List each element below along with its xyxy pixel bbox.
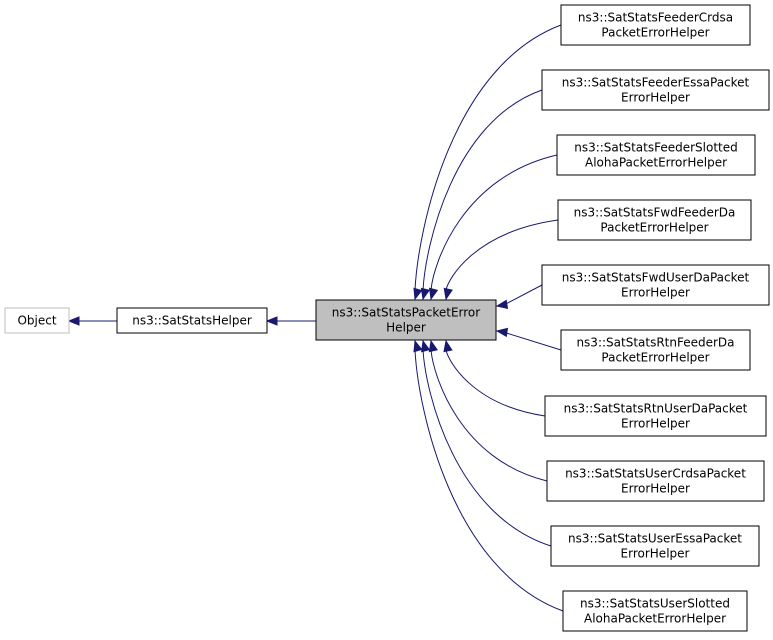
- edge-derived-to-focus: [414, 349, 564, 612]
- derived-class-label-line1: ns3::SatStatsFwdFeederDa: [574, 206, 736, 220]
- derived-class-box: [560, 4, 751, 46]
- edge-derived-to-focus-arrowhead: [428, 339, 438, 353]
- object-node-label: Object: [17, 314, 56, 328]
- edges: [67, 24, 564, 612]
- derived-classes: ns3::SatStatsFeederCrdsaPacketErrorHelpe…: [541, 4, 770, 632]
- derived-class-node[interactable]: ns3::SatStatsRtnFeederDaPacketErrorHelpe…: [560, 329, 751, 371]
- edge-focus-to-helper-arrowhead: [265, 316, 278, 326]
- edge-derived-to-focus-arrowhead: [413, 287, 423, 301]
- sat-stats-helper-node-label: ns3::SatStatsHelper: [132, 314, 252, 328]
- derived-class-box: [541, 69, 770, 111]
- edge-derived-to-focus-arrowhead: [428, 287, 439, 301]
- derived-class-label-line2: AlohaPacketErrorHelper: [585, 156, 727, 170]
- derived-class-label-line1: ns3::SatStatsFwdUserDaPacket: [562, 271, 750, 285]
- edge-helper-to-object-arrowhead: [67, 316, 80, 326]
- edge-derived-to-focus-arrowhead: [421, 339, 431, 353]
- derived-class-label-line2: PacketErrorHelper: [600, 221, 708, 235]
- focus-node-label-line2: Helper: [386, 321, 426, 335]
- derived-class-label-line2: ErrorHelper: [621, 91, 690, 105]
- derived-class-node[interactable]: ns3::SatStatsFwdFeederDaPacketErrorHelpe…: [557, 199, 752, 241]
- edge-derived-to-focus-arrowhead: [495, 327, 509, 338]
- derived-class-label-line2: ErrorHelper: [621, 286, 690, 300]
- derived-class-label-line2: PacketErrorHelper: [601, 351, 709, 365]
- edge-derived-to-focus: [414, 24, 562, 291]
- edge-derived-to-focus-arrowhead: [495, 299, 509, 310]
- derived-class-label-line1: ns3::SatStatsFeederEssaPacket: [562, 76, 750, 90]
- derived-class-box: [557, 199, 752, 241]
- derived-class-box: [562, 590, 748, 632]
- derived-class-box: [556, 134, 756, 176]
- object-node[interactable]: Object: [4, 307, 70, 334]
- derived-class-label-line1: ns3::SatStatsUserCrdsaPacket: [565, 467, 746, 481]
- derived-class-node[interactable]: ns3::SatStatsUserSlottedAlohaPacketError…: [562, 590, 748, 632]
- edge-derived-to-focus: [430, 349, 548, 482]
- sat-stats-packet-error-helper-node[interactable]: ns3::SatStatsPacketError Helper: [315, 299, 497, 341]
- derived-class-label-line1: ns3::SatStatsRtnUserDaPacket: [564, 402, 748, 416]
- edge-derived-to-focus-arrowhead: [443, 287, 453, 301]
- derived-class-label-line2: ErrorHelper: [621, 417, 690, 431]
- derived-class-box: [544, 395, 767, 437]
- edge-derived-to-focus: [422, 89, 543, 291]
- edge-derived-to-focus-arrowhead: [413, 339, 423, 353]
- derived-class-label-line2: ErrorHelper: [621, 547, 690, 561]
- focus-node-label-line1: ns3::SatStatsPacketError: [332, 306, 480, 320]
- edge-derived-to-focus: [430, 154, 558, 291]
- edge-derived-to-focus: [445, 219, 559, 291]
- derived-class-box: [541, 264, 770, 306]
- derived-class-label-line1: ns3::SatStatsUserSlotted: [580, 597, 730, 611]
- derived-class-box: [546, 460, 765, 502]
- derived-class-node[interactable]: ns3::SatStatsFeederSlottedAlohaPacketErr…: [556, 134, 756, 176]
- edge-derived-to-focus: [445, 349, 546, 417]
- edge-derived-to-focus: [505, 284, 543, 305]
- sat-stats-helper-node[interactable]: ns3::SatStatsHelper: [116, 307, 268, 334]
- derived-class-label-line1: ns3::SatStatsUserEssaPacket: [568, 532, 742, 546]
- derived-class-label-line2: AlohaPacketErrorHelper: [584, 612, 726, 626]
- edge-derived-to-focus: [422, 349, 552, 547]
- derived-class-label-line1: ns3::SatStatsRtnFeederDa: [576, 336, 734, 350]
- derived-class-label-line2: ErrorHelper: [621, 482, 690, 496]
- derived-class-node[interactable]: ns3::SatStatsFeederCrdsaPacketErrorHelpe…: [560, 4, 751, 46]
- derived-class-box: [560, 329, 751, 371]
- derived-class-label-line1: ns3::SatStatsFeederSlotted: [574, 141, 738, 155]
- edge-derived-to-focus: [505, 332, 562, 351]
- edge-derived-to-focus-arrowhead: [443, 339, 453, 353]
- edge-derived-to-focus-arrowhead: [420, 287, 431, 301]
- derived-class-label-line2: PacketErrorHelper: [601, 26, 709, 40]
- derived-class-label-line1: ns3::SatStatsFeederCrdsa: [578, 11, 733, 25]
- derived-class-box: [550, 525, 760, 567]
